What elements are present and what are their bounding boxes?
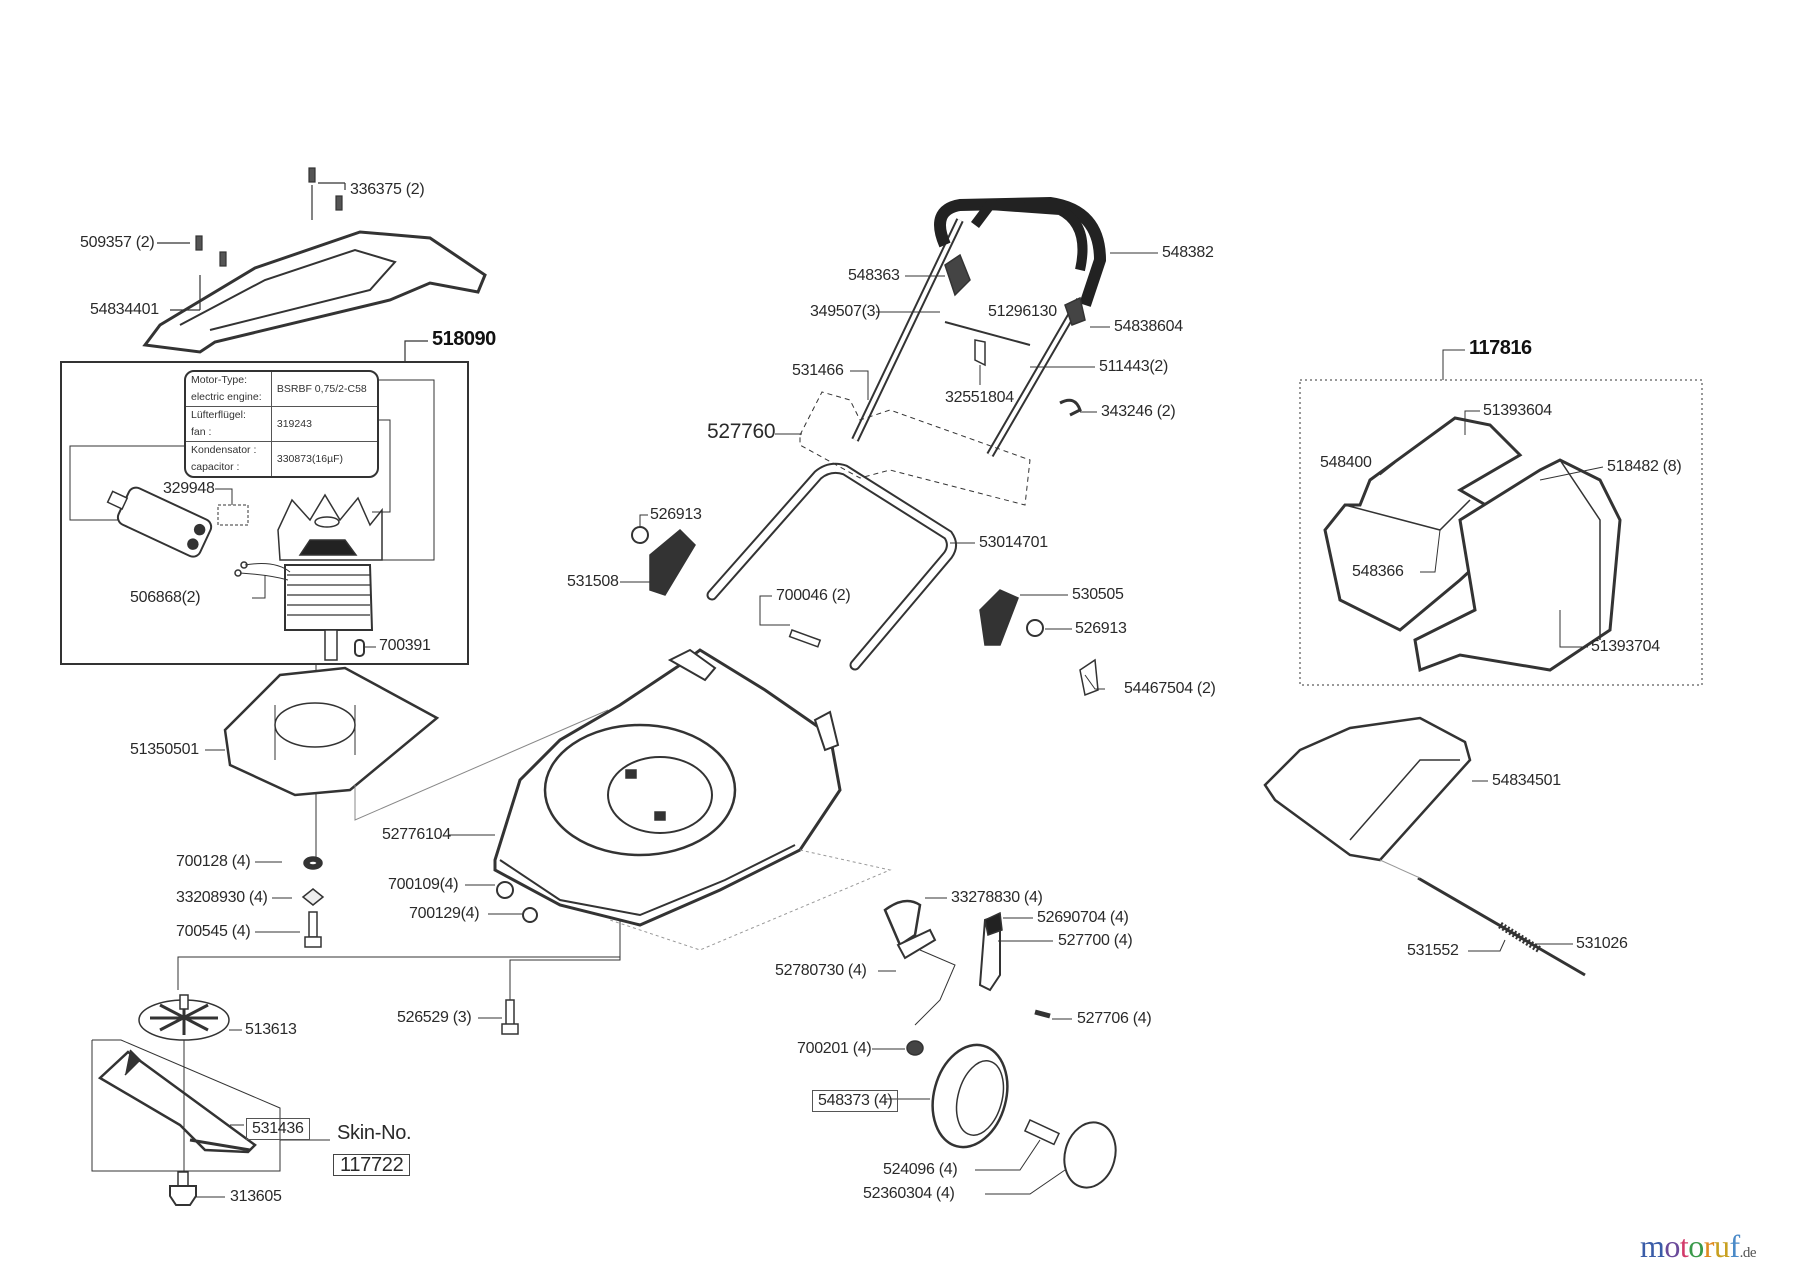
grass-box-assembly-box	[1299, 379, 1703, 686]
part-label: 313605	[230, 1188, 282, 1205]
part-label: 700128 (4)	[176, 853, 251, 870]
part-label: 33278830 (4)	[951, 889, 1043, 906]
part-label-wheel: 548373 (4)	[812, 1090, 899, 1112]
part-label: 700046 (2)	[776, 587, 851, 604]
blade-adapter-fan	[138, 994, 242, 1041]
screws	[157, 167, 346, 311]
upper-handle	[850, 196, 1158, 458]
part-label: 513613	[245, 1021, 297, 1038]
logo-letter: r	[1703, 1228, 1715, 1264]
motor-spec-table: Motor-Type:electric engine:BSRBF 0,75/2-…	[184, 370, 379, 478]
part-label: 51296130	[988, 303, 1057, 320]
assembly-number-grass-box: 117816	[1469, 337, 1532, 359]
part-label: 526913	[650, 506, 702, 523]
part-label: 52690704 (4)	[1037, 909, 1129, 926]
part-label: 336375 (2)	[350, 181, 425, 198]
logo-suffix: .de	[1739, 1245, 1757, 1261]
deck-nuts	[465, 881, 538, 923]
part-label: 518482 (8)	[1607, 458, 1682, 475]
motor-cover	[142, 230, 487, 354]
assembly-number-hardware-set: 527760	[707, 420, 776, 443]
skin-no-label: Skin-No.	[337, 1122, 412, 1144]
motor-assembly-box	[60, 361, 469, 665]
part-label: 700129(4)	[409, 905, 480, 922]
flap-rod	[1379, 859, 1586, 977]
skin-no-value: 117722	[333, 1154, 411, 1176]
table-row: Lüfterflügel:fan :319243	[186, 407, 377, 442]
part-label: 531026	[1576, 935, 1628, 952]
fasteners-stack	[177, 856, 620, 990]
part-label: 524096 (4)	[883, 1161, 958, 1178]
part-label: 548382	[1162, 244, 1214, 261]
electric-motor	[234, 379, 435, 661]
capacitor	[106, 486, 213, 558]
height-adjuster	[878, 897, 1072, 1026]
mower-blade	[91, 1039, 330, 1180]
fan-value: 319243	[271, 407, 377, 442]
logo-letter: o	[1664, 1228, 1680, 1264]
part-label: 527706 (4)	[1077, 1010, 1152, 1027]
blade-screw	[169, 1171, 225, 1206]
part-label: 548366	[1352, 563, 1404, 580]
rear-flap	[1263, 716, 1488, 862]
part-label: 52776104	[382, 826, 451, 843]
part-label: 531552	[1407, 942, 1459, 959]
part-label: 51393704	[1591, 638, 1660, 655]
part-label: 54834501	[1492, 772, 1561, 789]
part-label: 343246 (2)	[1101, 403, 1176, 420]
part-label: 54467504 (2)	[1124, 680, 1216, 697]
motor-housing	[205, 666, 440, 797]
motoruf-logo: motoruf.de	[1640, 1228, 1757, 1265]
assembly-number-motor: 518090	[432, 328, 496, 350]
part-label: 526913	[1075, 620, 1127, 637]
part-label: 548400	[1320, 454, 1372, 471]
part-label: 548363	[848, 267, 900, 284]
table-row: Motor-Type:electric engine:BSRBF 0,75/2-…	[186, 372, 377, 407]
logo-letter: u	[1713, 1228, 1730, 1264]
part-label: 527700 (4)	[1058, 932, 1133, 949]
logo-letter: t	[1679, 1228, 1689, 1264]
part-label: 32551804	[945, 389, 1014, 406]
capacitor-value: 330873(16µF)	[276, 452, 344, 465]
table-row: Kondensator :capacitor :330873(16µF)	[186, 442, 377, 476]
part-label: 51393604	[1483, 402, 1552, 419]
part-label: 700201 (4)	[797, 1040, 872, 1057]
grass-box	[1323, 410, 1622, 673]
part-label: 51350501	[130, 741, 199, 758]
logo-letter: m	[1640, 1228, 1665, 1264]
part-label: 33208930 (4)	[176, 889, 268, 906]
part-label: 53014701	[979, 534, 1048, 551]
part-label: 700391	[379, 637, 431, 654]
part-label: 509357 (2)	[80, 234, 155, 251]
handle-knob-left	[620, 514, 696, 596]
part-label: 511443(2)	[1099, 358, 1169, 375]
part-label: 530505	[1072, 586, 1124, 603]
part-label: 531508	[567, 573, 619, 590]
wheel	[872, 1040, 1117, 1195]
logo-letter: o	[1688, 1228, 1704, 1264]
motor-type-value: BSRBF 0,75/2-C58	[271, 372, 377, 407]
part-label: 700545 (4)	[176, 923, 251, 940]
deck-bolt	[478, 999, 519, 1035]
part-label: 54838604	[1114, 318, 1183, 335]
part-label: 526529 (3)	[397, 1009, 472, 1026]
part-label: 54834401	[90, 301, 159, 318]
part-label: 349507(3)	[810, 303, 881, 320]
part-label: 531466	[792, 362, 844, 379]
handle-knob-right	[979, 589, 1105, 697]
mower-deck	[448, 648, 892, 1013]
part-label: 506868(2)	[130, 589, 201, 606]
part-label-blade: 531436	[246, 1118, 310, 1140]
handle-bolt	[759, 595, 822, 648]
logo-letter: f	[1729, 1228, 1740, 1264]
lower-handle	[706, 462, 975, 671]
part-label: 700109(4)	[388, 876, 459, 893]
part-label: 329948	[163, 480, 215, 497]
part-label: 52360304 (4)	[863, 1185, 955, 1202]
part-label: 52780730 (4)	[775, 962, 867, 979]
